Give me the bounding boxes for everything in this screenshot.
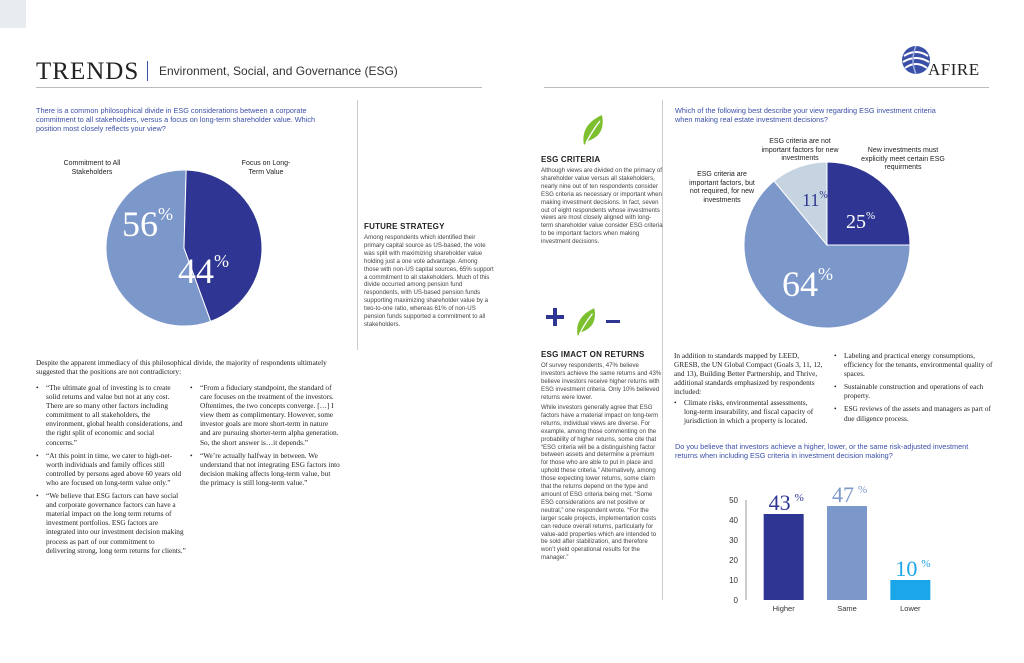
right-pie-label-c: New investments must explicitly meet cer… (861, 147, 945, 172)
pie-slice-long-term-value (183, 169, 263, 322)
list-item: ESG reviews of the assets and managers a… (834, 404, 994, 422)
bar-question: Do you believe that investors achieve a … (675, 442, 969, 461)
list-item: “We believe that ESG factors can have so… (36, 491, 186, 555)
page-subtitle: Environment, Social, and Governance (ESG… (159, 64, 398, 78)
page-title: TRENDS (36, 58, 140, 85)
esg-returns-text-1: Of survey respondents, 47% believe inves… (541, 362, 662, 401)
title-divider (147, 61, 148, 81)
bar-higher (763, 514, 804, 600)
esg-returns-text-2: While investors generally agree that ESG… (541, 404, 659, 562)
pct-sign: % (158, 204, 173, 224)
quotes-col-2: “From a fiduciary standpoint, the standa… (190, 383, 340, 491)
bar-value-pct-sign: % (858, 484, 867, 496)
y-tick-label: 20 (729, 556, 738, 565)
minus-icon (606, 320, 620, 323)
right-pie-pct-c-value: 25 (846, 211, 866, 233)
right-pie-chart (743, 161, 911, 329)
bar-value-pct-sign: % (795, 492, 804, 504)
pct-sign: % (819, 190, 828, 201)
right-question: Which of the following best describe you… (675, 106, 936, 125)
pie-slice-stakeholders (105, 169, 212, 327)
esg-criteria-text: Although views are divided on the primac… (541, 167, 663, 246)
right-pie-label-b: ESG criteria are not important factors f… (761, 138, 839, 163)
left-pie-label-a: Commitment to All Stakeholders (63, 160, 121, 176)
pie-slice-important (743, 180, 911, 329)
divider-left (357, 100, 358, 350)
esg-returns-heading: ESG IMACT ON RETURNS (541, 350, 645, 359)
standards-bullets-a: Climate risks, environmental assessments… (674, 398, 824, 429)
quotes-col-1: “The ultimate goal of investing is to cr… (36, 383, 186, 559)
list-item: Climate risks, environmental assessments… (674, 398, 824, 425)
corner-block (0, 0, 26, 28)
list-item: Labeling and practical energy consumptio… (834, 351, 994, 378)
globe-logo-icon (902, 45, 930, 75)
y-tick-label: 10 (729, 576, 738, 585)
left-pie-chart (105, 169, 263, 327)
list-item: “We’re actually halfway in between. We u… (190, 451, 340, 487)
esg-criteria-heading: ESG CRITERIA (541, 155, 601, 164)
pie-slice-must-meet (826, 161, 911, 246)
future-strategy-text: Among respondents which identified their… (364, 234, 494, 328)
right-pie-pct-a: 64% (782, 263, 833, 305)
bar-value-label: 10 (895, 556, 917, 581)
right-pie-pct-c: 25% (846, 210, 875, 234)
logo-text: AFIRE (928, 60, 980, 79)
left-question: There is a common philosophical divide i… (36, 106, 316, 134)
list-item: Sustainable construction and operations … (834, 382, 994, 400)
future-strategy-heading: FUTURE STRATEGY (364, 222, 445, 231)
pct-sign: % (214, 251, 229, 271)
right-pie-label-a: ESG criteria are important factors, but … (689, 171, 755, 204)
pct-sign: % (818, 264, 833, 284)
pct-sign: % (866, 210, 876, 222)
header-rule-left (36, 87, 482, 88)
x-tick-label: Same (837, 604, 857, 613)
bar-same (827, 506, 867, 600)
list-item: “At this point in time, we cater to high… (36, 451, 186, 487)
header-rule-right (544, 87, 989, 88)
divider-mid (662, 100, 663, 600)
leaf-icon (583, 115, 603, 145)
left-pie-pct-a: 56% (122, 203, 173, 245)
left-pie-pct-b: 44% (178, 250, 229, 292)
bar-lower (890, 580, 931, 600)
bar-value-label: 47 (832, 482, 854, 507)
y-tick-label: 40 (729, 516, 738, 525)
leaf-icon (577, 308, 595, 336)
standards-bullets-b: Labeling and practical energy consumptio… (834, 351, 994, 427)
left-pie-label-b: Focus on Long-Term Value (241, 160, 291, 176)
y-tick-label: 30 (729, 536, 738, 545)
right-pie-pct-b-value: 11 (802, 190, 820, 210)
x-tick-label: Lower (900, 604, 921, 613)
left-intro: Despite the apparent immediacy of this p… (36, 358, 327, 377)
list-item: “From a fiduciary standpoint, the standa… (190, 383, 340, 447)
bar-value-pct-sign: % (921, 558, 930, 570)
x-tick-label: Higher (773, 604, 796, 613)
y-tick-label: 50 (729, 496, 738, 505)
afire-logo: AFIRE (900, 44, 990, 84)
left-pie-pct-b-value: 44 (178, 251, 214, 291)
left-pie-pct-a-value: 56 (122, 204, 158, 244)
plus-leaf-minus (544, 306, 624, 342)
list-item: “The ultimate goal of investing is to cr… (36, 383, 186, 447)
right-pie-pct-a-value: 64 (782, 264, 818, 304)
standards-text: In addition to standards mapped by LEED,… (674, 351, 823, 397)
bar-value-label: 43 (769, 490, 791, 515)
plus-icon-vertical (553, 308, 557, 326)
right-pie-pct-b: 11% (802, 190, 828, 211)
y-tick-label: 0 (734, 596, 739, 605)
